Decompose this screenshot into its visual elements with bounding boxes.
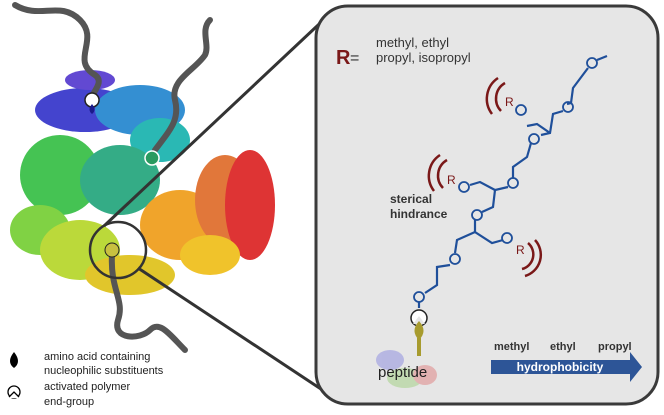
polymer-strands [12, 2, 213, 353]
attachment-sites [84, 92, 160, 258]
peptide-stem [417, 338, 421, 356]
protein-structure [10, 70, 275, 295]
peptide-structure-icon [376, 350, 437, 388]
r-definition-line2: propyl, isopropyl [376, 50, 471, 65]
zoom-indicator [88, 10, 334, 397]
scale-label-propyl: propyl [598, 341, 632, 353]
sterical-hindrance-line1: sterical [390, 192, 432, 206]
end-group [410, 309, 428, 356]
polyglycerol-chain [417, 54, 608, 308]
r-definition-line1: methyl, ethyl [376, 35, 449, 50]
legend-line: nucleophilic substituents [44, 365, 164, 377]
legend: amino acid containing nucleophilic subst… [7, 351, 164, 408]
r-groups: R R R [427, 76, 543, 278]
equals-sign: = [350, 50, 359, 67]
peptide-label: peptide [378, 364, 427, 381]
legend-line: end-group [44, 396, 94, 408]
scale-label-ethyl: ethyl [550, 341, 576, 353]
drop-icon [10, 352, 18, 368]
r-group-label: R [447, 173, 456, 187]
hydrophobicity-arrow [491, 352, 642, 382]
r-symbol: R [336, 47, 351, 69]
hydrophobicity-label: hydrophobicity [517, 360, 604, 374]
sterical-hindrance-line2: hindrance [390, 207, 448, 221]
peptide-drop-icon [414, 321, 424, 340]
scale-label-methyl: methyl [494, 341, 529, 353]
r-group-label: R [516, 243, 525, 257]
legend-line: amino acid containing [44, 351, 150, 363]
pacman-icon [7, 385, 21, 399]
r-group-label: R [505, 95, 514, 109]
oxygen-atoms [413, 57, 598, 303]
legend-line: activated polymer [44, 381, 131, 393]
